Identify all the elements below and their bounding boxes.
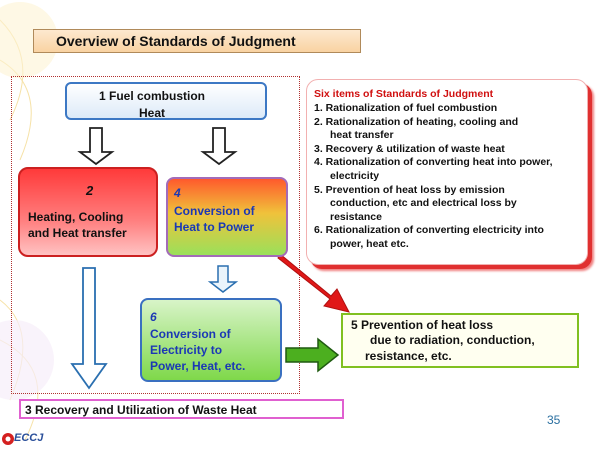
down-arrow-icon [77, 127, 115, 166]
prevention-line-2: due to radiation, conduction, [370, 333, 535, 347]
six-items-line: 5. Prevention of heat loss by emission [314, 183, 505, 196]
waste-heat-box: 3 Recovery and Utilization of Waste Heat [19, 399, 344, 419]
fuel-combustion-label: 1 Fuel combustion [99, 89, 206, 103]
heat-loss-prevention-box: 5 Prevention of heat loss due to radiati… [341, 313, 579, 368]
down-arrow-icon [200, 127, 238, 166]
six-items-line: 3. Recovery & utilization of waste heat [314, 142, 505, 155]
page-number: 35 [547, 413, 561, 427]
heating-line-2: and Heat transfer [28, 226, 127, 240]
six-items-panel: Six items of Standards of Judgment 1. Ra… [306, 79, 588, 265]
item-number: 4 [174, 186, 181, 200]
heating-cooling-box: 2 Heating, Cooling and Heat transfer [18, 167, 158, 257]
six-items-line: electricity [330, 169, 380, 182]
down-arrow-icon [70, 267, 108, 390]
electricity-line-2: Electricity to [150, 343, 223, 357]
process-boundary [11, 76, 300, 394]
prevention-line-1: 5 Prevention of heat loss [351, 318, 494, 332]
heating-line-1: Heating, Cooling [28, 210, 124, 224]
conversion-line-1: Conversion of [174, 204, 255, 218]
six-items-line: heat transfer [330, 129, 394, 142]
down-arrow-icon [207, 265, 239, 293]
logo-icon [2, 433, 14, 445]
six-items-line: resistance [330, 210, 382, 223]
electricity-conversion-box: 6 Conversion of Electricity to Power, He… [140, 298, 282, 382]
heat-to-power-box: 4 Conversion of Heat to Power [166, 177, 288, 257]
six-items-line: conduction, etc and electrical loss by [330, 197, 517, 210]
heat-label: Heat [139, 106, 166, 120]
fuel-combustion-box: 1 Fuel combustion Heat [65, 82, 267, 120]
conversion-line-2: Heat to Power [174, 220, 255, 234]
item-number: 6 [150, 310, 157, 324]
eccj-logo: ECCJ [0, 430, 60, 448]
six-items-line: 1. Rationalization of fuel combustion [314, 102, 498, 114]
logo-text: ECCJ [14, 432, 44, 444]
item-number: 2 [86, 183, 94, 198]
electricity-line-3: Power, Heat, etc. [150, 359, 246, 373]
red-arrow-icon [277, 253, 350, 313]
six-items-line: power, heat etc. [330, 237, 409, 250]
page-title: Overview of Standards of Judgment [33, 29, 361, 53]
six-items-line: 4. Rationalization of converting heat in… [314, 156, 553, 169]
six-items-line: 2. Rationalization of heating, cooling a… [314, 115, 519, 128]
right-arrow-icon [285, 337, 340, 373]
prevention-line-3: resistance, etc. [365, 349, 452, 363]
six-items-heading: Six items of Standards of Judgment [314, 88, 494, 100]
electricity-line-1: Conversion of [150, 327, 231, 341]
six-items-line: 6. Rationalization of converting electri… [314, 224, 544, 237]
